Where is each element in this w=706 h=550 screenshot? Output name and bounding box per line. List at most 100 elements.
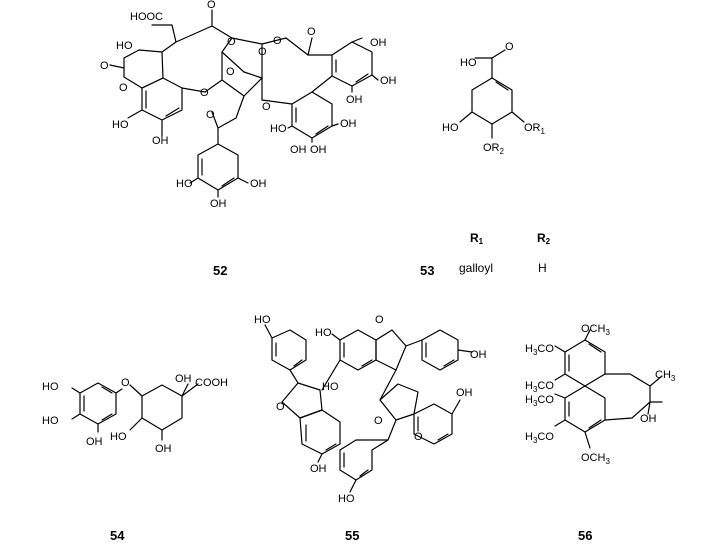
atom-label: HO [42, 415, 59, 427]
atom-label: O [227, 36, 236, 48]
table-header-text: R [470, 231, 479, 245]
atom-label: HO [270, 123, 287, 135]
compound-53-atom-labels: HO O HO OR1 OR2 [442, 41, 546, 156]
atom-label: H3CO [525, 380, 554, 394]
atom-label-text: H [525, 431, 533, 443]
atom-label: O [200, 87, 209, 99]
compound-55-atom-labels: HO HO O OH O OH O OH O HO HO [254, 314, 487, 505]
atom-label: O [226, 66, 235, 78]
atom-label-text: OCH [581, 452, 606, 464]
atom-label-text: H [525, 343, 533, 355]
atom-label: O [100, 60, 109, 72]
compound-54-structure [71, 382, 199, 441]
compound-53-structure [459, 49, 525, 139]
atom-label: H3CO [525, 343, 554, 357]
compound-number: 56 [578, 528, 592, 543]
atom-label: HO [322, 381, 339, 393]
atom-label-text: CO [537, 343, 554, 355]
table-header-subscript: 1 [479, 237, 484, 246]
atom-label: OH [155, 443, 172, 455]
compound-number: 54 [110, 528, 125, 543]
atom-label: OCH3 [581, 452, 610, 466]
atom-label: O [207, 0, 216, 11]
compound-number: 52 [213, 263, 227, 278]
atom-label: OH [340, 118, 357, 130]
atom-subscript: 3 [533, 436, 538, 445]
atom-label-text: OR [524, 122, 541, 134]
atom-label: OH [86, 436, 103, 448]
atom-label: OH [370, 37, 387, 49]
atom-label: OH [346, 94, 363, 106]
atom-label: O [375, 314, 384, 326]
atom-label: OR1 [524, 122, 546, 136]
atom-label-text: H [525, 394, 533, 406]
table-header: R1 [470, 231, 484, 246]
compound-52-atom-labels: HOOC O HO O O O O O HO OH O O O O OH OH … [100, 0, 397, 210]
atom-label: OH [310, 144, 327, 156]
compound-54-atom-labels: HO HO OH O OH COOH HO OH [42, 373, 228, 455]
table-cell: galloyl [459, 261, 493, 275]
atom-label: OH [210, 198, 227, 210]
table-cell: H [538, 261, 547, 275]
atom-label: O [258, 46, 267, 58]
atom-label: OH [380, 75, 397, 87]
table-header: R2 [537, 231, 551, 246]
atom-label: HO [442, 122, 459, 134]
atom-label: OH [470, 349, 487, 361]
atom-label: H3CO [525, 431, 554, 445]
atom-label: OCH3 [581, 323, 610, 337]
atom-label: HO [110, 431, 127, 443]
atom-label-text: CO [537, 394, 554, 406]
atom-label: HO [338, 493, 355, 505]
atom-label: O [307, 26, 316, 38]
atom-label: OH [310, 463, 327, 475]
atom-label: O [119, 82, 128, 94]
r-group-table: R1 R2 galloyl H [459, 231, 551, 275]
atom-subscript: 3 [605, 457, 610, 466]
atom-label: O [273, 35, 282, 47]
compound-56-atom-labels: OCH3 H3CO CH3 H3CO H3CO OH H3CO OCH3 [525, 323, 676, 466]
atom-label: O [206, 109, 215, 121]
atom-label: O [374, 415, 383, 427]
atom-label: OH [175, 373, 192, 385]
atom-label: HO [112, 119, 129, 131]
atom-label: O [505, 41, 514, 53]
atom-label: HO [42, 381, 59, 393]
atom-label-text: CO [537, 431, 554, 443]
atom-label: OR2 [483, 142, 505, 156]
atom-label: HO [460, 57, 477, 69]
atom-label: O [414, 431, 423, 443]
atom-label: OH [640, 413, 657, 425]
atom-subscript: 3 [605, 328, 610, 337]
atom-label: O [262, 101, 271, 113]
atom-label: CH3 [655, 369, 676, 383]
atom-label-text: CO [537, 380, 554, 392]
atom-label: OH [456, 387, 473, 399]
table-header-subscript: 2 [546, 237, 551, 246]
compound-56-structure [554, 329, 663, 449]
atom-label: HO [116, 40, 133, 52]
atom-subscript: 3 [533, 348, 538, 357]
atom-label-text: OR [483, 142, 500, 154]
compound-55-structure [264, 324, 473, 493]
atom-label: OH [290, 144, 307, 156]
table-header-text: R [537, 231, 546, 245]
atom-subscript: 3 [533, 385, 538, 394]
atom-label: O [121, 377, 130, 389]
atom-subscript: 2 [500, 147, 505, 156]
compound-number: 53 [420, 263, 434, 278]
atom-label-text: H [525, 380, 533, 392]
atom-label: H3CO [525, 394, 554, 408]
atom-label-text: OCH [581, 323, 606, 335]
atom-label: HO [315, 327, 332, 339]
atom-subscript: 3 [671, 374, 676, 383]
atom-label: OH [152, 135, 169, 147]
atom-label: HO [254, 314, 271, 326]
atom-label: HO [176, 178, 193, 190]
atom-subscript: 1 [541, 127, 546, 136]
atom-label: HOOC [130, 11, 163, 23]
atom-subscript: 3 [533, 399, 538, 408]
atom-label: COOH [195, 377, 228, 389]
atom-label: O [276, 401, 285, 413]
